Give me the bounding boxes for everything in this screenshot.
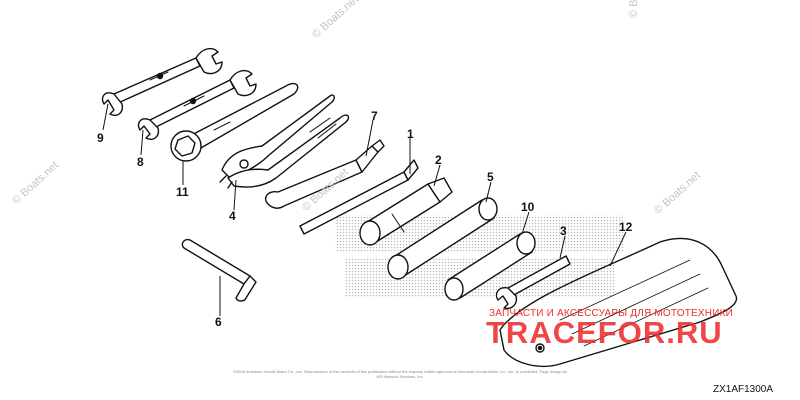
callout-1: 1 [407,127,414,141]
hex-key-6-part [181,238,257,302]
callout-10: 10 [521,200,535,214]
tracefor-logo-watermark: TRACEFOR.RU [486,315,723,350]
wrench-9-part [101,47,223,116]
leader-lines [102,103,627,316]
diagram-reference-code: ZX1AF1300A [713,384,774,395]
callout-5: 5 [487,170,494,184]
pliers-4-part [219,94,350,189]
callout-6: 6 [215,315,222,329]
screwdriver-7-part [264,139,385,209]
callout-4: 4 [229,209,236,223]
callout-7: 7 [371,109,378,123]
small-wrench-3-part [495,255,571,310]
plug-wrench-2-part [359,177,453,246]
copyright-notice: ©2005 American Honda Motor Co., Inc. Rep… [232,369,568,379]
boats-net-watermark: © Boats.net [628,0,640,18]
callout-2: 2 [435,153,442,167]
callout-9: 9 [97,131,104,145]
screwdriver-bit-1-part [299,159,419,235]
callout-3: 3 [560,224,567,238]
tool-bag-12-part [499,237,738,367]
callout-11: 11 [176,185,189,199]
box-spanner-10-part [444,231,536,301]
box-wrench-11-part [170,82,299,162]
callout-8: 8 [137,155,144,169]
tracefor-caption-watermark: ЗАПЧАСТИ И АКСЕССУАРЫ ДЛЯ МОТОТЕХНИКИ [489,308,734,319]
box-spanner-5-part [387,197,498,280]
callout-12: 12 [619,220,633,234]
wrench-8-part [137,69,257,140]
